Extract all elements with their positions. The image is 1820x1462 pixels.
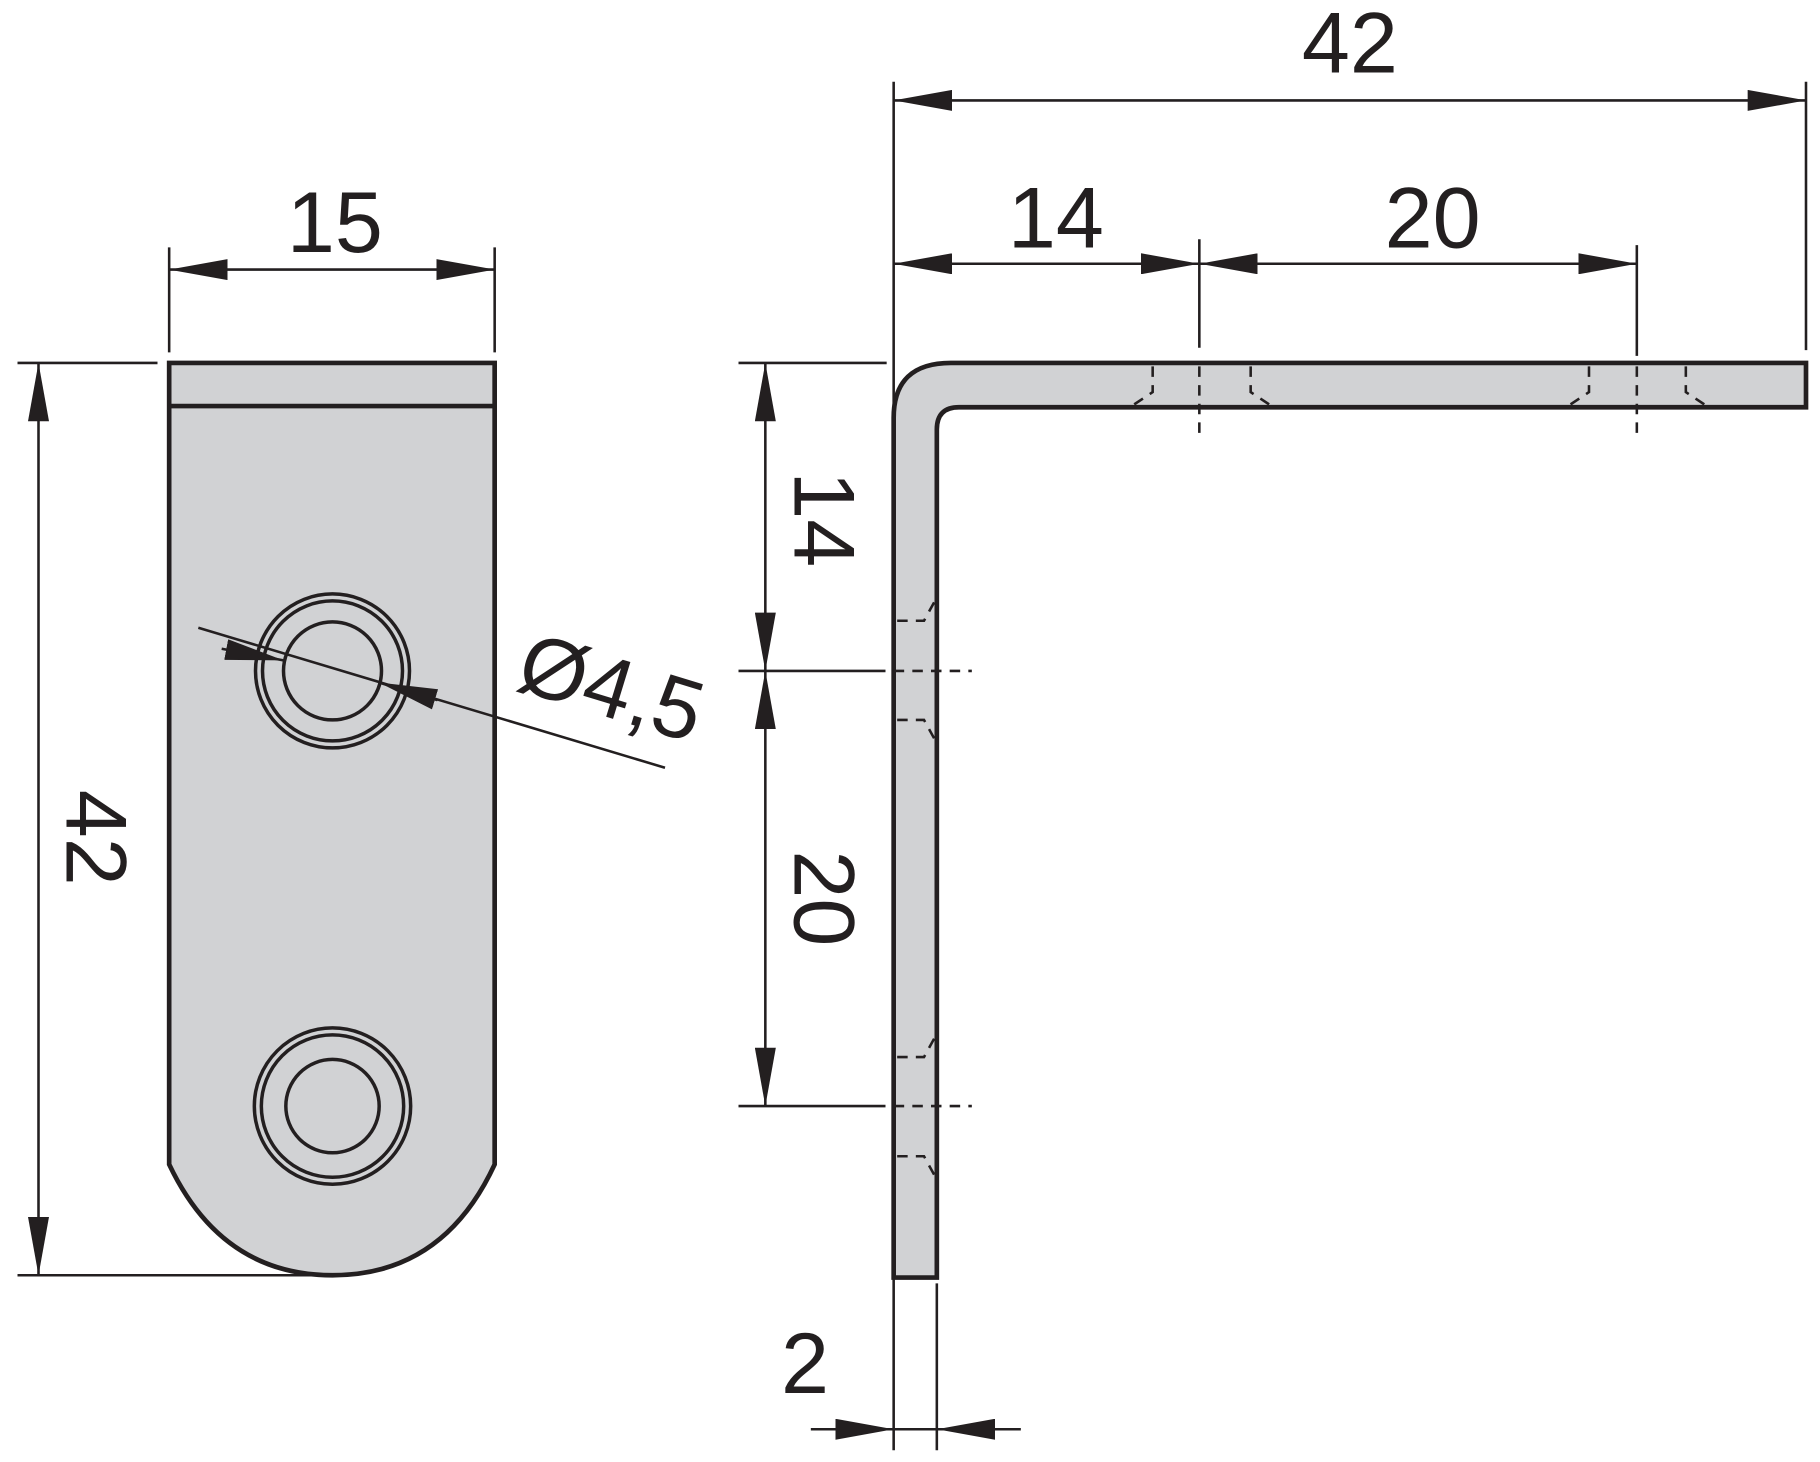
vertical-hole-spacing-label: 20 <box>776 850 872 946</box>
front-view: 15 42 Ø4,5 <box>17 175 715 1278</box>
vertical-hole-offset-label: 14 <box>776 471 872 567</box>
side-view: 42 14 20 14 20 2 <box>738 0 1809 1451</box>
thickness-label: 2 <box>781 1316 829 1412</box>
upper-hole <box>253 592 412 750</box>
bracket-profile <box>891 360 1809 1280</box>
hole-offset-label: 14 <box>1008 170 1104 266</box>
height-label: 42 <box>48 790 144 886</box>
hole-diameter-label: Ø4,5 <box>508 615 715 762</box>
width-label: 15 <box>287 175 383 271</box>
total-length-label: 42 <box>1302 0 1398 91</box>
hole-spacing-label: 20 <box>1385 170 1481 266</box>
plate-outline <box>166 360 498 1278</box>
lower-hole <box>252 1026 413 1186</box>
hidden-countersinks <box>897 366 1708 1181</box>
